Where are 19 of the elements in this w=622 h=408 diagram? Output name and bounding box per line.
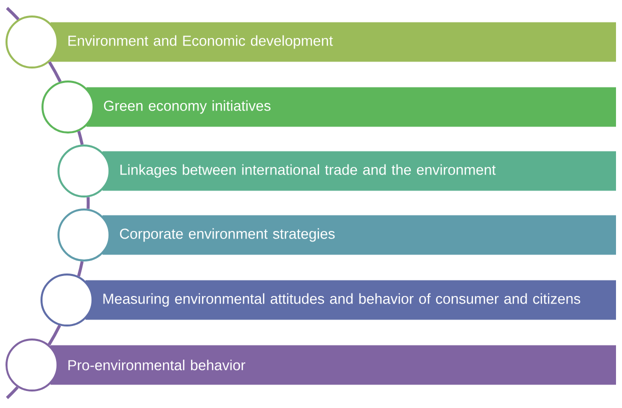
circle-marker bbox=[42, 80, 94, 134]
circle-marker bbox=[40, 274, 94, 326]
connector-line bbox=[6, 6, 20, 20]
circle-marker bbox=[6, 338, 58, 392]
connector-line bbox=[86, 197, 90, 209]
topic-bar: Linkages between international trade and the environment bbox=[102, 150, 617, 192]
connector-line bbox=[6, 386, 19, 400]
circle-marker bbox=[58, 208, 110, 262]
topic-bar: Corporate environment strategies bbox=[102, 214, 617, 256]
connector-line bbox=[48, 324, 62, 346]
topic-bar: Measuring environmental attitudes and behavior of consumer and citizens bbox=[85, 280, 617, 320]
topic-bar: Green economy initiatives bbox=[86, 86, 617, 128]
circle-marker bbox=[6, 16, 58, 68]
circle-marker bbox=[58, 144, 110, 198]
connector-line bbox=[77, 130, 84, 145]
topic-bar: Pro-environmental behavior bbox=[50, 344, 617, 386]
topic-bar: Environment and Economic development bbox=[50, 22, 617, 62]
connector-line bbox=[48, 61, 62, 82]
connector-line bbox=[77, 261, 84, 277]
